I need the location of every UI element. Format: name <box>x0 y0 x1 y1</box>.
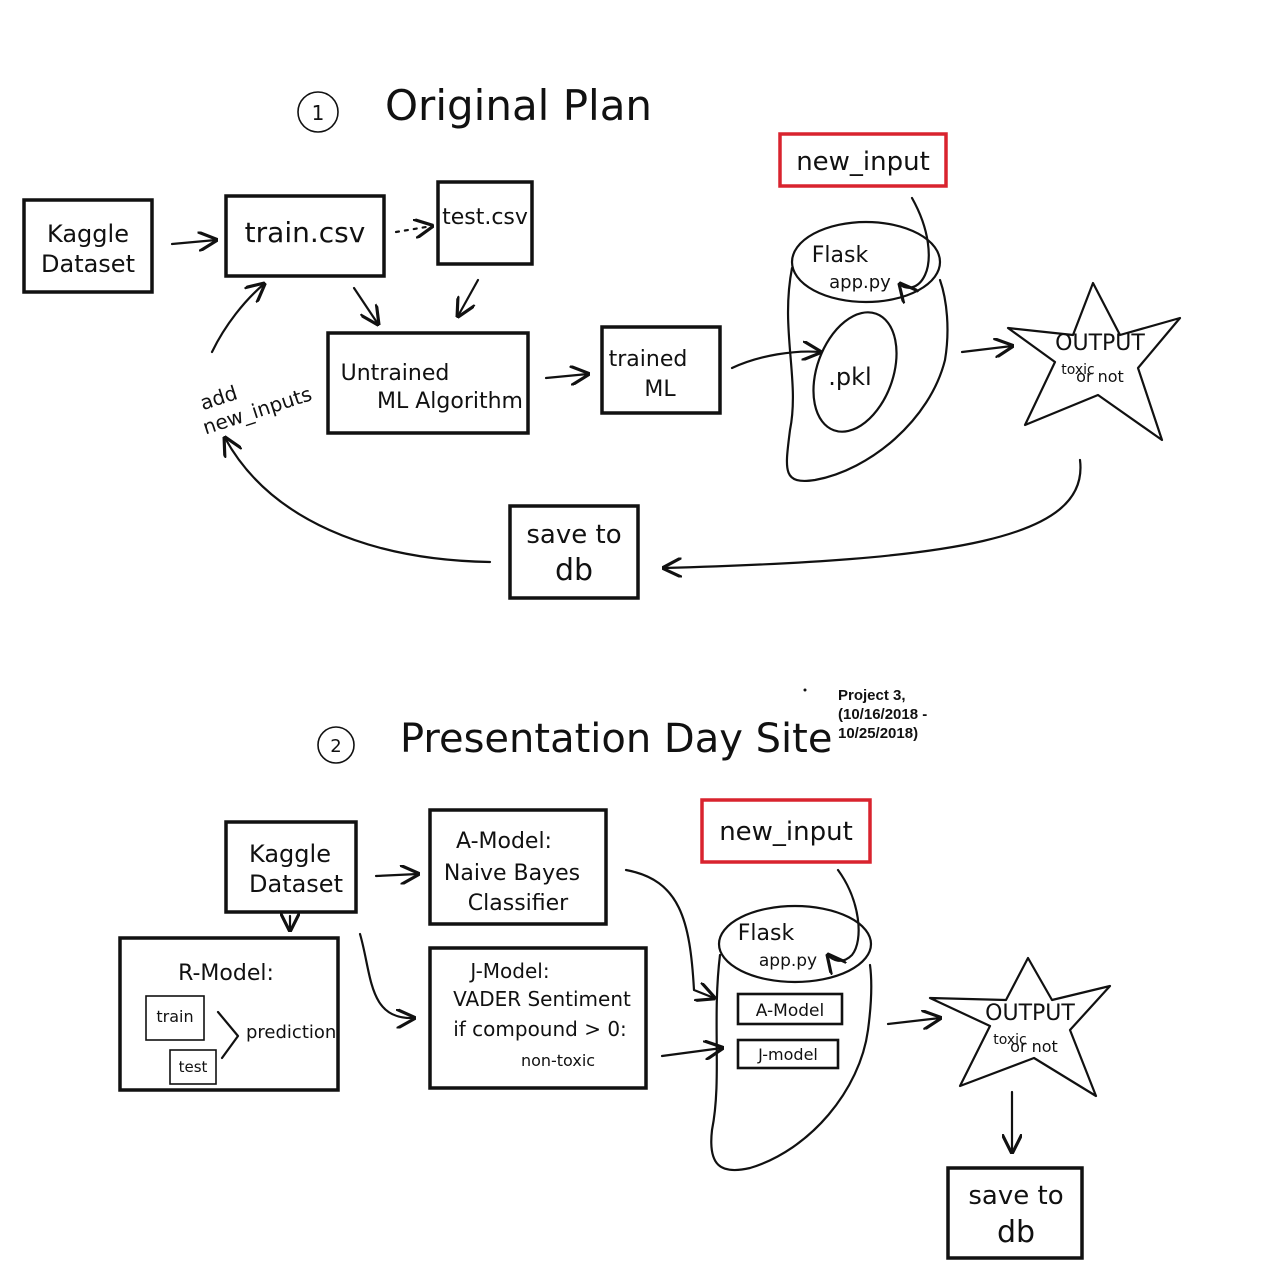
s2-output-label: OUTPUT <box>985 1001 1075 1026</box>
s2-kaggle-box: Kaggle Dataset <box>224 820 358 914</box>
s2-j-model-line3: if compound > 0: <box>453 1017 627 1041</box>
s2-arrow-amodel-flask <box>624 868 714 998</box>
s2-r-test-label: test <box>179 1058 208 1076</box>
s1-arrow-test-untrained <box>458 278 480 316</box>
section2-number: 2 <box>330 736 341 757</box>
s2-output-ornot: or not <box>1010 1037 1058 1056</box>
s2-arrows <box>290 870 1012 1152</box>
section1-number-circle <box>297 91 339 133</box>
section1-number: 1 <box>312 101 325 125</box>
s2-flask-cylinder: Flask app.py A-Model J-model <box>710 904 873 1172</box>
s1-arrow-train-test <box>394 226 432 232</box>
s1-arrow-save-newinputs <box>225 438 492 564</box>
s2-flask-j-model-label: J-model <box>757 1045 818 1064</box>
s1-flask-cylinder: Flask app.py .pkl <box>785 220 949 482</box>
s2-save-box: save to db <box>946 1166 1084 1260</box>
s1-arrow-flask-output <box>960 346 1012 352</box>
s2-output-star: OUTPUT toxic or not <box>928 956 1112 1098</box>
s2-save-line1: save to <box>968 1181 1063 1211</box>
s1-test-box: test.csv <box>436 180 534 266</box>
s2-r-bracket <box>216 1010 240 1060</box>
section1-title: Original Plan <box>385 81 652 130</box>
s2-new-input-box: new_input <box>700 798 872 864</box>
s2-a-model-line1: A-Model: <box>456 829 552 854</box>
stray-dot <box>803 688 807 692</box>
s2-j-model-line1: J-Model: <box>468 959 549 983</box>
s2-flask-j-model-box <box>736 1038 840 1070</box>
s2-flask-line2: app.py <box>759 951 817 971</box>
s2-j-model-box: J-Model: VADER Sentiment if compound > 0… <box>428 946 648 1090</box>
s1-output-label: OUTPUT <box>1055 331 1145 356</box>
s1-save-line2: db <box>555 553 593 588</box>
section1-heading: 1 Original Plan <box>297 81 652 133</box>
s1-arrow-newinput-flask <box>900 196 930 288</box>
s1-arrow-kaggle-train <box>170 240 216 244</box>
s1-save-box: save to db <box>508 504 640 600</box>
s2-arrow-newinput-flask <box>828 868 860 961</box>
section2-title: Presentation Day Site <box>400 716 832 762</box>
s1-output-ornot: or not <box>1076 367 1124 386</box>
s2-r-train-box <box>145 995 205 1041</box>
s1-kaggle-line2: Dataset <box>41 250 135 278</box>
s1-test-label: test.csv <box>442 205 528 230</box>
s2-new-input-label: new_input <box>719 817 853 847</box>
s1-arrows <box>170 196 1082 568</box>
s2-output-toxic: toxic <box>993 1032 1027 1048</box>
s1-trained-box: trained ML <box>600 325 722 415</box>
s1-new-input-box: new_input <box>778 132 948 188</box>
s1-output-toxic: toxic <box>1061 362 1095 378</box>
s2-j-model-line2: VADER Sentiment <box>453 987 631 1011</box>
s2-save-line2: db <box>997 1215 1035 1250</box>
s2-a-model-line2: Naive Bayes <box>444 861 580 886</box>
s2-j-model-line4: non-toxic <box>521 1051 595 1070</box>
s1-arrow-untrained-trained <box>544 374 588 378</box>
s2-r-test-box <box>169 1049 217 1085</box>
s1-untrained-box: Untrained ML Algorithm <box>326 331 530 435</box>
s1-pkl-label: .pkl <box>828 363 871 391</box>
section2-heading: 2 Presentation Day Site <box>317 716 832 764</box>
s1-kaggle-box: Kaggle Dataset <box>22 198 154 294</box>
section2-number-circle <box>317 726 355 764</box>
s2-r-model-label: R-Model: <box>178 961 274 986</box>
s1-add-new-inputs-label: add new_inputs <box>197 381 315 440</box>
project-note-line3: 10/25/2018) <box>838 725 919 742</box>
s1-flask-line2: app.py <box>829 272 891 293</box>
s1-flask-line1: Flask <box>812 243 869 268</box>
s2-flask-a-model-label: A-Model <box>756 1001 824 1021</box>
s2-arrow-kaggle-jmodel <box>358 932 414 1018</box>
s1-trained-line2: ML <box>644 377 676 402</box>
s2-flask-a-model-box <box>736 992 844 1026</box>
s1-arrow-newinputs-train <box>210 284 264 354</box>
s2-kaggle-line1: Kaggle <box>249 840 331 868</box>
s1-untrained-line2: ML Algorithm <box>377 389 523 414</box>
s1-train-box: train.csv <box>224 194 386 278</box>
project-note: Project 3, (10/16/2018 - 10/25/2018) <box>838 686 927 743</box>
s2-kaggle-line2: Dataset <box>249 870 343 898</box>
s1-arrow-trained-pkl <box>730 352 820 370</box>
s1-arrow-output-save <box>664 458 1082 568</box>
s1-untrained-line1: Untrained <box>341 361 450 386</box>
s1-trained-line1: trained <box>609 347 688 372</box>
s1-train-label: train.csv <box>245 216 366 249</box>
s2-a-model-line3: Classifier <box>468 891 569 916</box>
s2-r-train-label: train <box>156 1007 193 1026</box>
s1-save-line1: save to <box>526 520 621 550</box>
s2-a-model-box: A-Model: Naive Bayes Classifier <box>428 808 608 926</box>
s1-output-star: OUTPUT toxic or not <box>1006 281 1182 442</box>
s2-arrow-kaggle-amodel <box>374 874 418 876</box>
s1-arrow-train-untrained <box>352 286 378 324</box>
s2-arrow-flask-output <box>886 1018 940 1024</box>
s2-arrow-jmodel-flask <box>660 1048 722 1056</box>
s2-flask-line1: Flask <box>738 921 795 946</box>
project-note-line2: (10/16/2018 - <box>838 706 928 723</box>
s2-r-prediction-label: prediction <box>246 1022 336 1043</box>
s2-r-model-box: R-Model: train test prediction <box>118 936 340 1092</box>
project-note-line1: Project 3, <box>838 687 906 704</box>
s1-new-input-label: new_input <box>796 147 930 177</box>
s1-kaggle-line1: Kaggle <box>47 220 129 248</box>
